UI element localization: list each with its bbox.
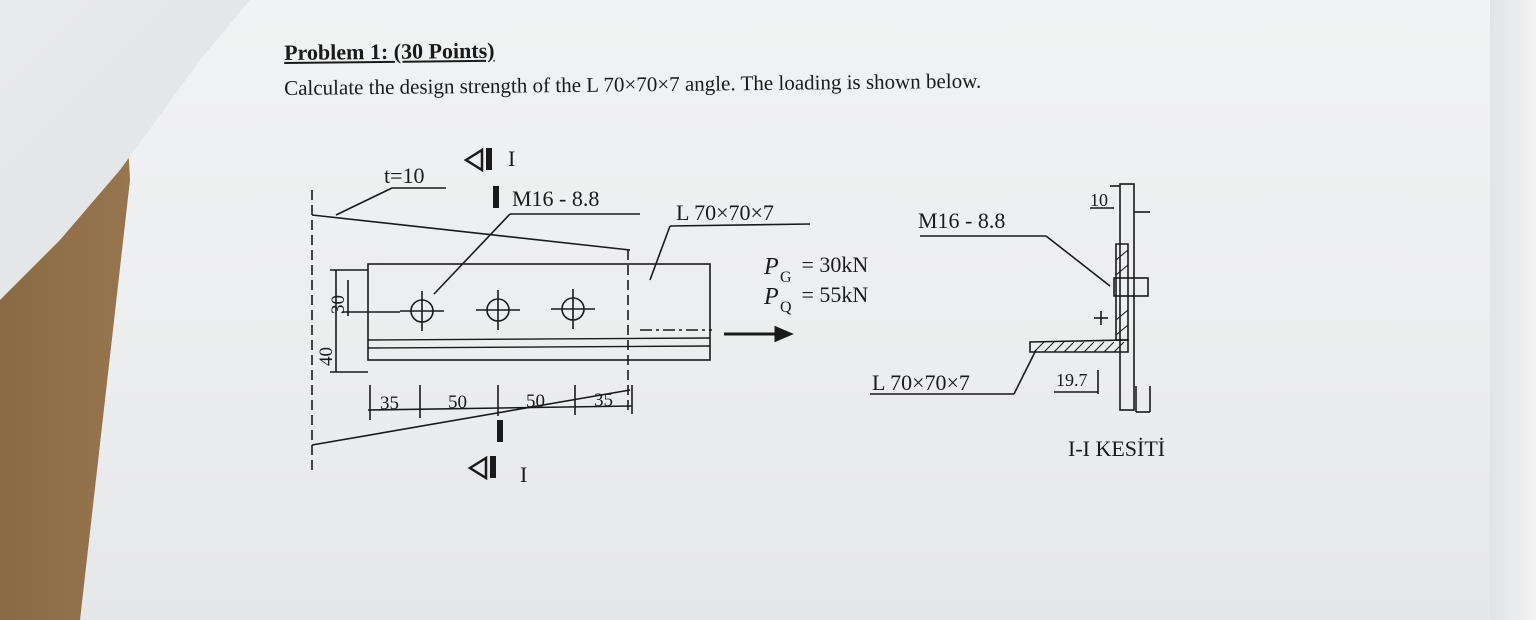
section-cut-bottom: [497, 420, 503, 442]
load-g: P G = 30kN: [763, 252, 868, 286]
load-q-value: = 55kN: [796, 282, 868, 307]
load-g-symbol: P: [763, 254, 779, 280]
section-view: [870, 183, 1151, 413]
bolt-hole-3: [551, 289, 595, 329]
section-arrow-top: [463, 147, 484, 173]
section-caption: I-I KESİTİ: [1068, 436, 1165, 461]
section-bar-top: [486, 148, 492, 170]
angle-spec-label: L 70×70×7: [676, 200, 774, 225]
load-q-subscript: Q: [780, 299, 792, 316]
load-q-symbol: P: [763, 284, 779, 310]
section-bar-bottom: [490, 456, 496, 478]
section-bolt-leader: [1045, 235, 1111, 287]
dim-horizontal-line: [367, 405, 633, 411]
load-g-value: = 30kN: [796, 252, 868, 277]
dim-50a-label: 50: [448, 392, 467, 413]
angle-leg-line-2: [367, 345, 711, 349]
section-angle-leader: [1013, 349, 1037, 395]
section-angle-horizontal-leg: [1029, 339, 1129, 353]
section-bolt-spec-label: M16 - 8.8: [918, 208, 1005, 233]
angle-leg-line: [367, 337, 711, 341]
gusset-bottom-edge: [311, 389, 631, 446]
load-arrow-head: [774, 325, 794, 343]
dim-35b-label: 35: [594, 390, 613, 411]
thickness-leader: [335, 187, 393, 216]
section-arrow-bottom: [467, 455, 488, 481]
angle-leader-shelf: [669, 223, 811, 227]
plate-thickness-label: t=10: [384, 163, 425, 188]
section-label-top: I: [508, 146, 515, 171]
section-label-bottom: I: [520, 462, 527, 487]
section-angle-spec-label: L 70×70×7: [872, 370, 970, 395]
dim-19-7-label: 19.7: [1056, 370, 1088, 390]
dim-10-label: 10: [1090, 190, 1108, 210]
angle-leader: [649, 225, 671, 281]
section-angle-vertical-leg: [1115, 243, 1129, 341]
dim-35a-label: 35: [380, 393, 399, 414]
load-q: P Q = 55kN: [763, 282, 868, 316]
section-gusset-plate: [1119, 183, 1135, 411]
bolt-hole-1: [400, 291, 444, 331]
section-bolt: [1113, 277, 1149, 297]
section-cut-top: [493, 186, 499, 208]
gusset-top-edge: [311, 214, 631, 251]
dim-40-label: 40: [316, 347, 337, 366]
bolt-leader: [433, 213, 511, 295]
bolt-spec-label: M16 - 8.8: [512, 186, 599, 211]
bolt-hole-2: [476, 290, 520, 330]
dim-30-label: 30: [328, 295, 349, 314]
paper-edge: [1490, 0, 1536, 620]
dim-50b-label: 50: [526, 391, 545, 412]
load-g-subscript: G: [780, 269, 792, 286]
